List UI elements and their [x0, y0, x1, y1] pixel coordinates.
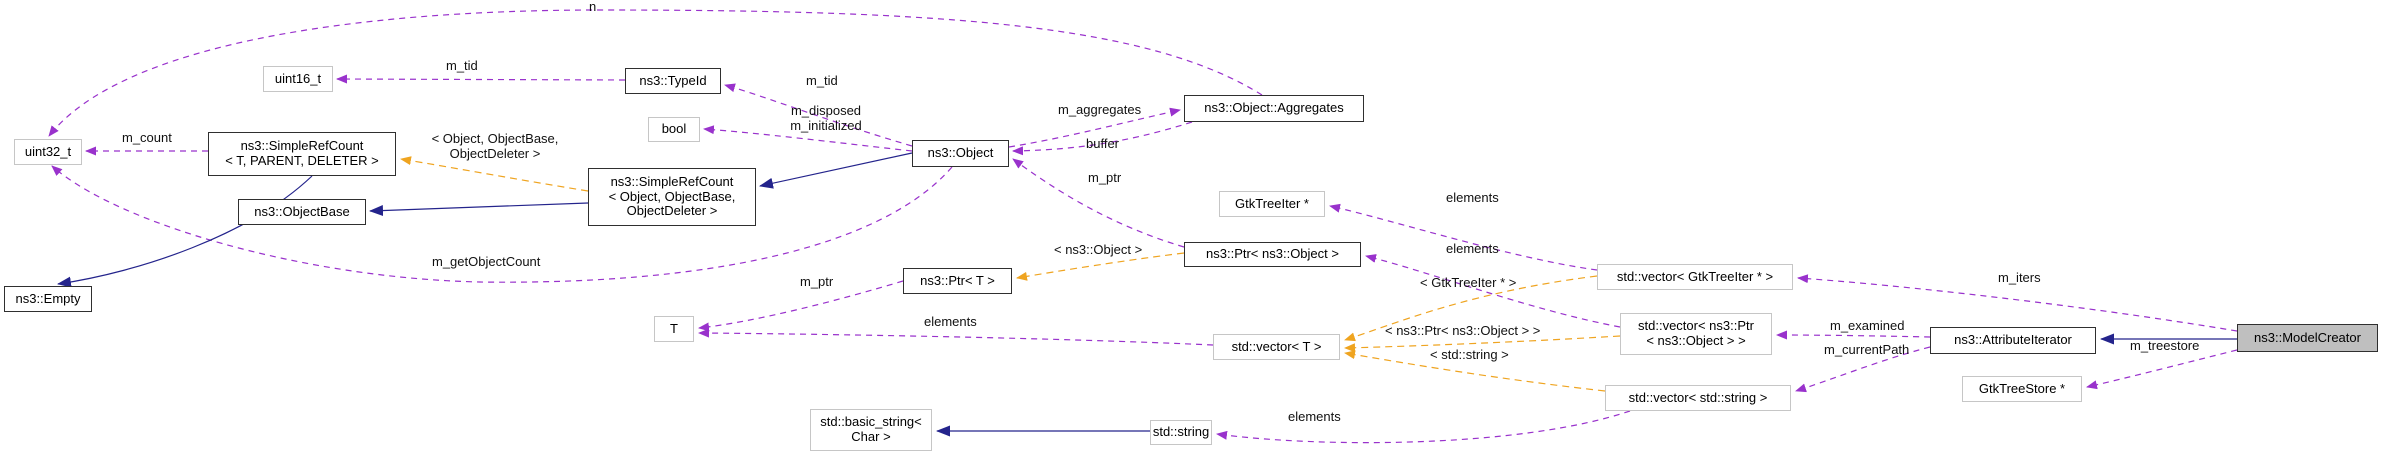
edge-label-m-getobjectcount: m_getObjectCount	[432, 254, 541, 269]
edge-label-m-count: m_count	[122, 130, 172, 145]
edge-inherit-simplerefcount-empty	[57, 175, 313, 288]
node-bool[interactable]: bool	[648, 117, 700, 142]
edge-label-buffer: buffer	[1086, 136, 1120, 151]
edge-elements-t	[698, 328, 1214, 346]
edge-label-elements-ptrobject: elements	[1446, 241, 1499, 256]
node-std-vector-ns3-ptr-object[interactable]: std::vector< ns3::Ptr < ns3::Object > >	[1620, 313, 1772, 355]
edge-label-m-ptr-t: m_ptr	[800, 274, 834, 289]
edge-label-m-aggregates: m_aggregates	[1058, 102, 1142, 117]
edge-elements-gtktreeiter	[1329, 203, 1598, 271]
node-ns3-ptr-ns3-object[interactable]: ns3::Ptr< ns3::Object >	[1184, 242, 1361, 267]
node-ns3-object-aggregates[interactable]: ns3::Object::Aggregates	[1184, 95, 1364, 122]
node-uint32-t[interactable]: uint32_t	[14, 139, 82, 165]
node-t[interactable]: T	[654, 316, 694, 342]
edge-m-examined	[1776, 330, 1931, 340]
edge-label-m-ptr-object: m_ptr	[1088, 170, 1122, 185]
node-ns3-simplerefcount-template[interactable]: ns3::SimpleRefCount < T, PARENT, DELETER…	[208, 132, 396, 176]
node-ns3-simplerefcount-object[interactable]: ns3::SimpleRefCount < Object, ObjectBase…	[588, 168, 756, 226]
edge-label-m-examined: m_examined	[1830, 318, 1905, 333]
edge-label-n: n	[589, 0, 597, 14]
edge-label-m-tid-typeid: m_tid	[446, 58, 478, 73]
edge-inherit-object-simplerefcount	[759, 152, 913, 189]
edge-m-tid-uint16	[336, 74, 626, 84]
node-ns3-typeid[interactable]: ns3::TypeId	[625, 68, 721, 94]
edge-label-tpl-simplerefcount: < Object, ObjectBase, ObjectDeleter >	[431, 131, 559, 161]
node-ns3-ptr-t[interactable]: ns3::Ptr< T >	[903, 268, 1012, 294]
node-gtktreeiter-ptr[interactable]: GtkTreeIter *	[1219, 191, 1325, 217]
node-gtktreestore-ptr[interactable]: GtkTreeStore *	[1962, 376, 2082, 402]
edge-elements-ptrobject	[1365, 254, 1621, 328]
edge-label-elements-gtktreeiter: elements	[1446, 190, 1499, 205]
edge-label-m-disposed-initialized: m_disposed m_initialized	[790, 103, 862, 133]
edge-label-tpl-ptr-object: < ns3::Ptr< ns3::Object > >	[1385, 323, 1541, 338]
edge-inherit-simplerefcount-objectbase	[369, 202, 589, 217]
edge-label-tpl-gtktreeiter: < GtkTreeIter * >	[1420, 275, 1517, 290]
node-ns3-attributeiterator[interactable]: ns3::AttributeIterator	[1930, 327, 2096, 354]
node-std-vector-string[interactable]: std::vector< std::string >	[1605, 385, 1791, 411]
edge-m-treestore	[2086, 349, 2238, 390]
edge-tpl-simplerefcount	[400, 156, 589, 192]
edge-label-tpl-ns3-object: < ns3::Object >	[1054, 242, 1143, 257]
edge-elements-string	[1216, 410, 1631, 444]
node-ns3-objectbase[interactable]: ns3::ObjectBase	[238, 199, 366, 225]
node-uint16-t[interactable]: uint16_t	[263, 66, 333, 92]
edge-label-m-currentpath: m_currentPath	[1824, 342, 1910, 357]
node-std-basic-string-char[interactable]: std::basic_string< Char >	[810, 409, 932, 451]
node-ns3-modelcreator[interactable]: ns3::ModelCreator	[2237, 324, 2378, 352]
edge-label-m-treestore: m_treestore	[2130, 338, 2200, 353]
edge-label-tpl-std-string: < std::string >	[1430, 347, 1509, 362]
edge-label-elements-string: elements	[1288, 409, 1341, 424]
node-std-string[interactable]: std::string	[1150, 420, 1212, 445]
node-std-vector-gtktreeiter[interactable]: std::vector< GtkTreeIter * >	[1597, 264, 1793, 290]
edge-label-elements-t: elements	[924, 314, 977, 329]
node-ns3-object[interactable]: ns3::Object	[912, 140, 1009, 167]
edge-label-m-tid-object: m_tid	[806, 73, 838, 88]
node-ns3-empty[interactable]: ns3::Empty	[4, 286, 92, 312]
edge-label-m-iters: m_iters	[1998, 270, 2041, 285]
node-std-vector-t[interactable]: std::vector< T >	[1213, 334, 1340, 360]
